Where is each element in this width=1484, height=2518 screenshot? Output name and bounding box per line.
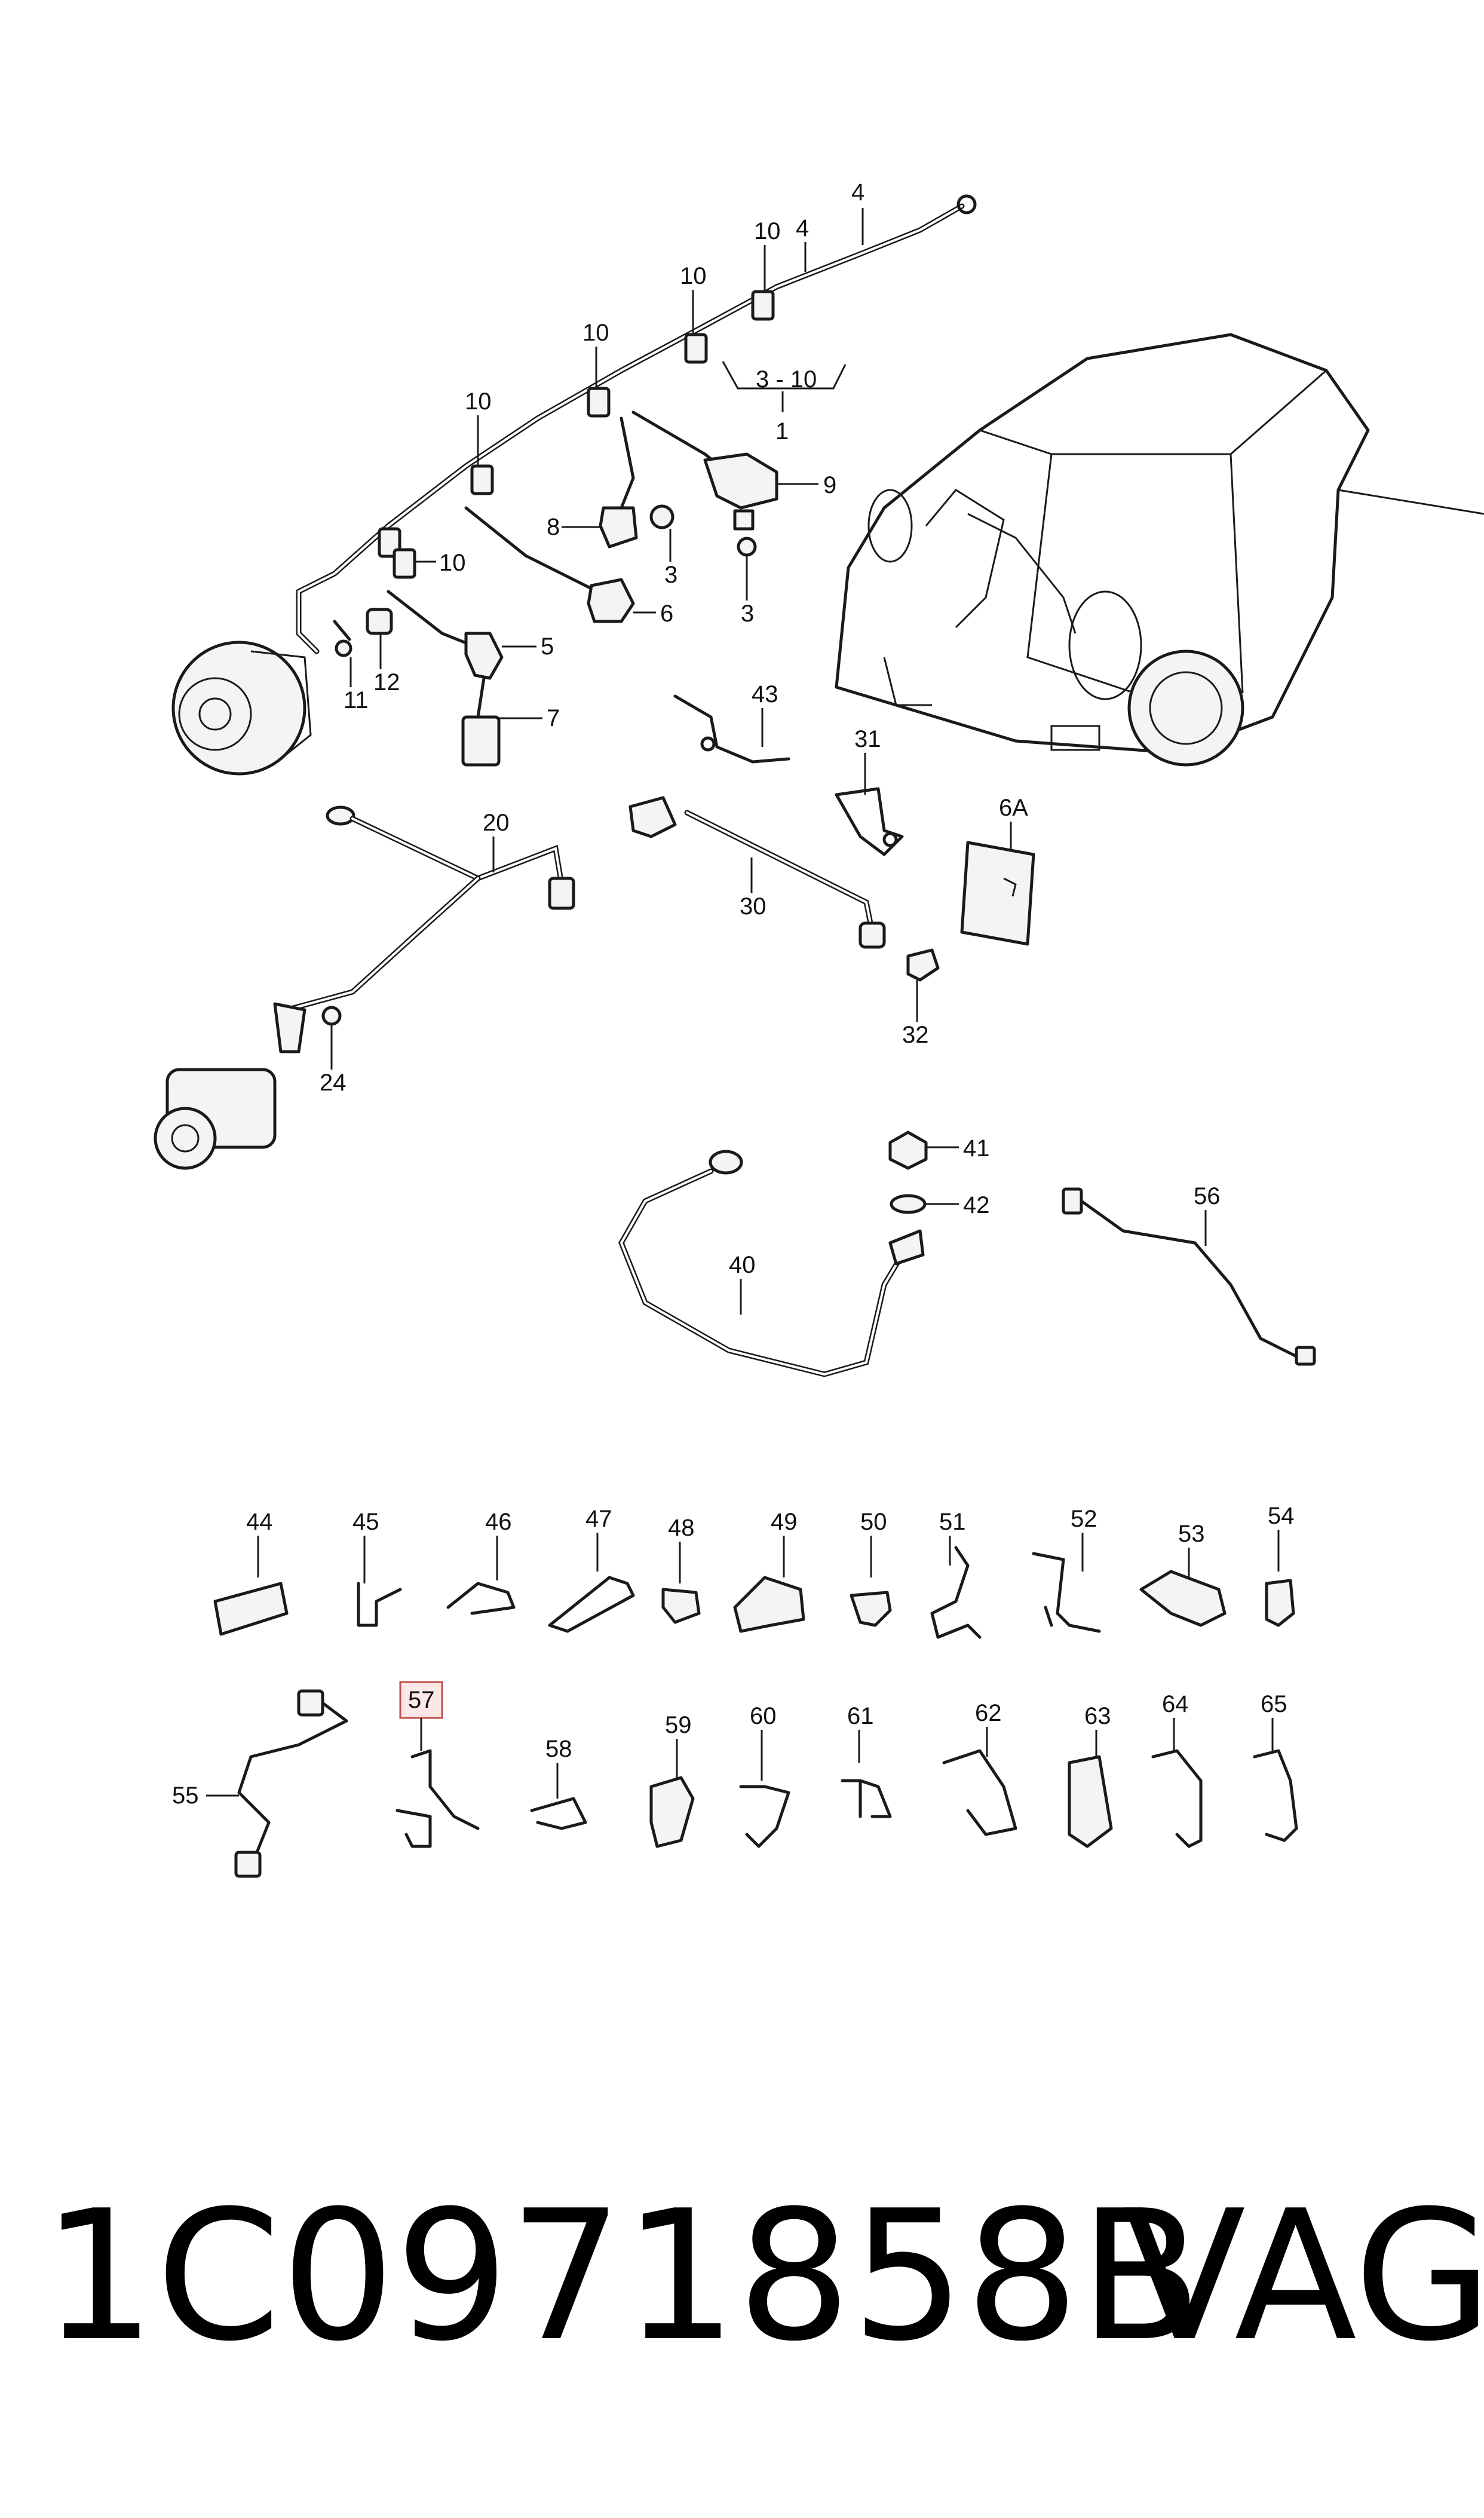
callout-41: 41 [963,1135,990,1162]
battery-cable-group: 30 32 43 31 6A [628,681,1035,1048]
callout-45: 45 [352,1509,379,1535]
callout-62: 62 [975,1700,1002,1726]
starter-cable-group: 20 24 [154,805,575,1170]
callout-11: 11 [344,687,369,713]
callout-61: 61 [847,1703,874,1729]
callout-54: 54 [1268,1503,1295,1529]
ground-cable-group: 40 41 42 56 [618,1131,1316,1377]
callout-50: 50 [860,1509,887,1535]
callout-3: 3 [664,562,677,588]
callout-7: 7 [547,705,560,731]
callout-48: 48 [668,1515,695,1541]
callout-57: 57 [408,1687,435,1713]
small-parts-row-1: 44 45 46 47 48 49 50 51 52 53 54 [213,1503,1295,1639]
callout-40: 40 [729,1252,756,1278]
callout-64: 64 [1162,1691,1189,1717]
callout-10: 10 [439,550,466,576]
callout-5: 5 [541,633,554,660]
callout-10: 10 [754,218,781,244]
callout-56: 56 [1194,1183,1221,1209]
callout-6A: 6A [999,795,1028,821]
callout-4: 4 [851,179,864,206]
callout-49: 49 [771,1509,798,1535]
callout-10: 10 [680,263,707,289]
small-parts-row-2: 55 57 58 59 60 61 62 63 64 65 [172,1681,1298,1878]
callout-8: 8 [547,514,560,540]
callout-52: 52 [1071,1506,1097,1532]
callout-46: 46 [485,1509,512,1535]
callout-30: 30 [740,893,766,920]
callout-55: 55 [172,1782,199,1809]
callout-47: 47 [585,1506,612,1532]
engine-wiring-harness [171,194,977,776]
callout-32: 32 [902,1022,929,1048]
callout-6: 6 [660,601,673,627]
callout-10: 10 [582,320,609,346]
callout-60: 60 [750,1703,777,1729]
callout-59: 59 [665,1712,692,1738]
callout-44: 44 [246,1509,273,1535]
callout-1: 1 [775,418,789,445]
callout-20: 20 [483,810,510,836]
part-number: 1C0971858B [42,2172,1203,2381]
callout-10: 10 [465,388,492,415]
car-illustration [835,333,1484,767]
callout-9: 9 [823,472,836,498]
callout-58: 58 [545,1736,572,1762]
callout-53: 53 [1178,1521,1205,1547]
brand-name: VAG [1123,2172,1484,2381]
callout-42: 42 [963,1192,990,1218]
callout-3: 3 [741,601,754,627]
callout-57-highlight [399,1681,443,1719]
callout-43: 43 [752,681,778,707]
harness-callouts: 4 4 10 10 10 10 10 3 - 10 1 9 8 3 3 6 5 … [344,179,864,731]
callout-51: 51 [939,1509,966,1535]
callout-65: 65 [1261,1691,1287,1717]
callout-63: 63 [1084,1703,1111,1729]
callout-12: 12 [373,669,400,696]
callout-31: 31 [854,726,881,752]
callout-4: 4 [796,215,809,241]
callout-24: 24 [320,1070,347,1096]
